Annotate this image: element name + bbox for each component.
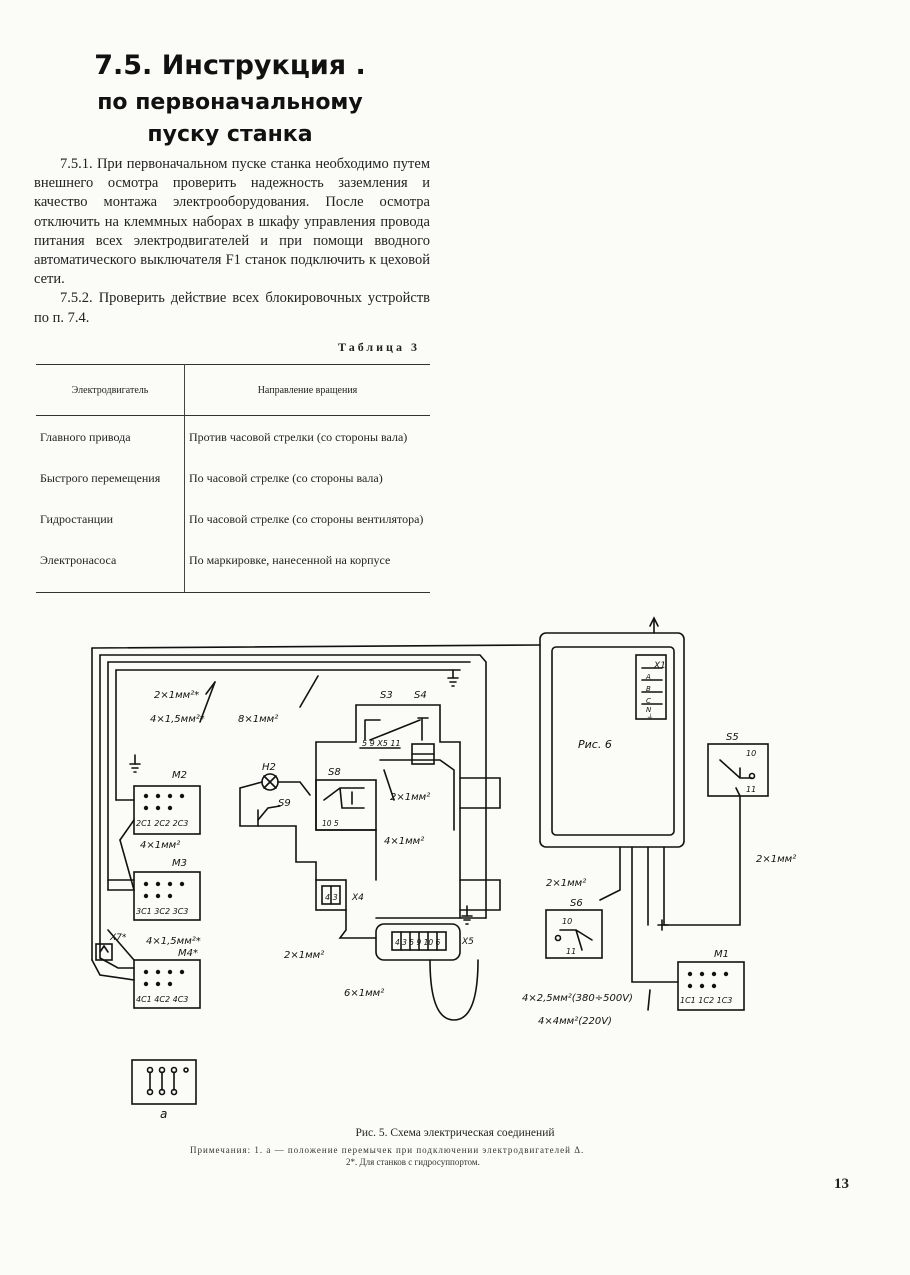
terminals-x5: 4 3 5 9 10 6 <box>395 938 441 947</box>
wire-label: 4×2,5мм²(380÷500V) <box>522 993 633 1004</box>
wire-label: 4×1мм² <box>384 836 424 847</box>
x1-terminal-a: A <box>645 673 651 681</box>
wire-label: 8×1мм² <box>238 714 278 725</box>
paragraph-7-5-2: 7.5.2. Проверить действие всех блокирово… <box>34 290 430 326</box>
table-cell: Главного привода <box>36 415 185 469</box>
section-heading-line3: пуску станка <box>147 122 313 147</box>
label-m1: M1 <box>714 949 729 960</box>
label-s8: S8 <box>328 767 341 778</box>
terminals-m3: 3C1 3C2 3C3 <box>136 907 188 916</box>
label-x7: X7* <box>109 933 127 943</box>
x1-terminal-c: C <box>646 697 651 705</box>
terminals-x4: 4 3 <box>325 893 338 902</box>
wire-label: 2×1мм² <box>756 854 796 865</box>
table-cell: По часовой стрелке (со стороны вентилято… <box>189 512 424 526</box>
figure-note-2: 2*. Для станков с гидросуппортом. <box>346 1157 480 1167</box>
wire-label: 4×1мм² <box>140 840 180 851</box>
label-s3: S3 <box>380 690 393 701</box>
paragraph-7-5-1: 7.5.1. При первоначальном пуске станка н… <box>34 156 430 288</box>
wiring-diagram: Рис. 6 M2 M3 M4* M1 H2 S3 S4 S5 S6 S8 S9… <box>91 616 796 1120</box>
label-x4: X4 <box>351 893 364 903</box>
wire-label: 4×1,5мм²* <box>146 936 201 947</box>
terminal-s6-10: 10 <box>562 917 572 926</box>
table-row: Быстрого перемещения По часовой стрелке … <box>36 469 430 510</box>
cabinet-label: Рис. 6 <box>578 738 612 751</box>
table-cell: Гидростанции <box>36 510 185 551</box>
terminals-s3-s4: 5 9 X5 11 <box>362 739 401 748</box>
figure-note-1: Примечания: 1. а — положение перемычек п… <box>190 1145 585 1155</box>
terminals-s8: 10 5 <box>322 819 339 828</box>
wire-label: 2×1мм² <box>390 792 430 803</box>
table-caption: Таблица 3 <box>338 340 420 354</box>
label-m3: M3 <box>172 858 187 869</box>
x1-terminal-b: B <box>646 685 651 693</box>
wire-label: 2×1мм² <box>546 878 586 889</box>
label-m2: M2 <box>172 770 187 781</box>
label-h2: H2 <box>262 762 276 773</box>
inset-label: а <box>160 1107 167 1120</box>
body-text: 7.5.1. При первоначальном пуске станка н… <box>34 155 430 328</box>
table-header-motor: Электродвигатель <box>36 364 185 416</box>
label-s6: S6 <box>570 898 583 909</box>
label-x5: X5 <box>461 937 474 947</box>
terminals-m1: 1C1 1C2 1C3 <box>680 996 732 1005</box>
terminal-s5-11: 11 <box>746 785 756 794</box>
table-cell: Против часовой стрелки (со стороны вала) <box>189 430 408 444</box>
x1-terminal-n: N <box>646 706 652 714</box>
table-row: Гидростанции По часовой стрелке (со стор… <box>36 510 430 551</box>
label-s4: S4 <box>414 690 427 701</box>
table-row: Электронасоса По маркировке, нанесенной … <box>36 551 430 593</box>
label-s9: S9 <box>278 798 291 809</box>
section-heading-line1: 7.5. Инструкция . <box>94 50 366 81</box>
label-x1: X1 <box>653 661 666 671</box>
x1-terminal-ground: ⏚ <box>646 713 653 721</box>
wire-label: 4×1,5мм²* <box>150 714 205 725</box>
table-header-direction: Направление вращения <box>184 364 430 416</box>
figure-caption: Рис. 5. Схема электрическая соединений <box>355 1127 555 1139</box>
table-cell: Электронасоса <box>36 551 185 593</box>
table-row: Главного привода Против часовой стрелки … <box>36 415 430 469</box>
section-heading-line2: по первоначальному <box>97 90 363 115</box>
table-cell: По маркировке, нанесенной на корпусе <box>184 551 430 593</box>
terminals-m4: 4C1 4C2 4C3 <box>136 995 188 1004</box>
label-m4: M4* <box>178 948 198 959</box>
terminal-s5-10: 10 <box>746 749 756 758</box>
terminals-m2: 2C1 2C2 2C3 <box>136 819 188 828</box>
wire-label: 6×1мм² <box>344 988 384 999</box>
table-cell: По часовой стрелке (со стороны вала) <box>189 471 383 485</box>
terminal-s6-11: 11 <box>566 947 576 956</box>
motor-rotation-table: Электродвигатель Направление вращения Гл… <box>36 364 430 593</box>
page-number: 13 <box>834 1176 849 1192</box>
table-cell: Быстрого перемещения <box>36 469 185 510</box>
wire-label: 4×4мм²(220V) <box>538 1016 612 1027</box>
wire-label: 2×1мм²* <box>154 690 199 701</box>
label-s5: S5 <box>726 732 739 743</box>
wire-label: 2×1мм² <box>284 950 324 961</box>
